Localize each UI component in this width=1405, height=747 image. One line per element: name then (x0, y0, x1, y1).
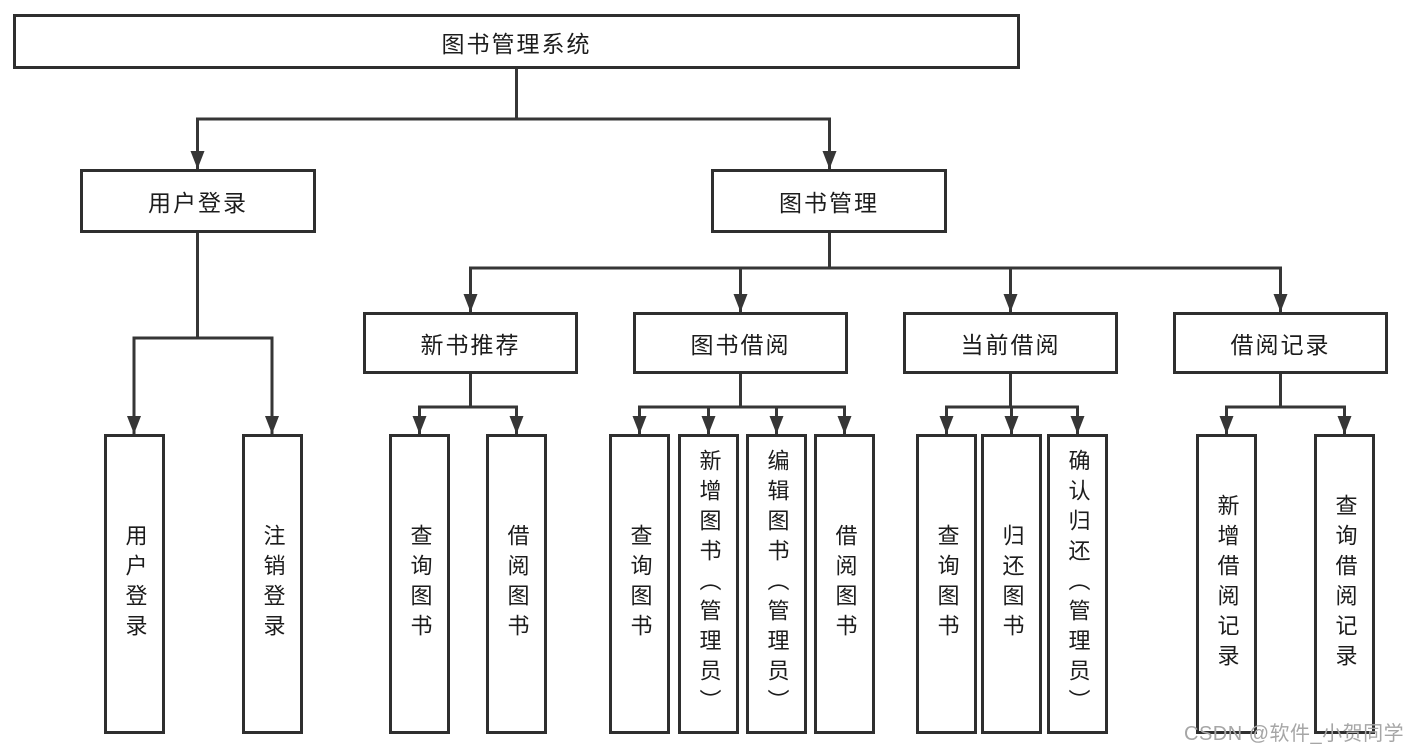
leaf-return-books: 归还图书 (981, 434, 1042, 734)
node-user-login: 用户登录 (80, 169, 316, 233)
node-borrowing-records: 借阅记录 (1173, 312, 1388, 374)
leaf-add-books-admin: 新增图书（管理员） (678, 434, 739, 734)
leaf-label: 查询图书 (934, 524, 960, 644)
node-current-borrowing: 当前借阅 (903, 312, 1118, 374)
leaf-query-borrow-record: 查询借阅记录 (1314, 434, 1375, 734)
node-label: 借阅记录 (1230, 332, 1331, 358)
node-book-management: 图书管理 (711, 169, 947, 233)
leaf-query-books-current: 查询图书 (916, 434, 977, 734)
node-label: 图书管理系统 (441, 30, 592, 57)
node-label: 新书推荐 (420, 332, 521, 358)
leaf-label: 借阅图书 (832, 524, 858, 644)
leaf-query-books-borrowing: 查询图书 (609, 434, 670, 734)
leaf-label: 查询图书 (407, 524, 433, 644)
leaf-label: 确认归还（管理员） (1065, 449, 1091, 719)
node-book-borrowing: 图书借阅 (633, 312, 848, 374)
node-new-book-recommendation: 新书推荐 (363, 312, 578, 374)
node-label: 图书借阅 (690, 332, 791, 358)
leaf-borrow-books-recommend: 借阅图书 (486, 434, 547, 734)
watermark: CSDN @软件_小贺同学 (1184, 723, 1405, 745)
leaf-label: 用户登录 (122, 524, 148, 644)
leaf-label: 注销登录 (260, 524, 286, 644)
leaf-label: 查询图书 (627, 524, 653, 644)
leaf-add-borrow-record: 新增借阅记录 (1196, 434, 1257, 734)
node-label: 图书管理 (779, 190, 879, 216)
leaf-label: 新增借阅记录 (1214, 494, 1240, 674)
leaf-logout-login: 注销登录 (242, 434, 303, 734)
leaf-label: 借阅图书 (504, 524, 530, 644)
leaf-confirm-return-admin: 确认归还（管理员） (1047, 434, 1108, 734)
node-label: 当前借阅 (960, 332, 1061, 358)
leaf-label: 新增图书（管理员） (696, 449, 722, 719)
node-label: 用户登录 (148, 190, 248, 216)
leaf-query-books-recommend: 查询图书 (389, 434, 450, 734)
leaf-user-login: 用户登录 (104, 434, 165, 734)
node-library-management-system: 图书管理系统 (13, 14, 1020, 69)
leaf-label: 编辑图书（管理员） (764, 449, 790, 719)
leaf-label: 归还图书 (999, 524, 1025, 644)
leaf-edit-books-admin: 编辑图书（管理员） (746, 434, 807, 734)
leaf-borrow-books-borrowing: 借阅图书 (814, 434, 875, 734)
leaf-label: 查询借阅记录 (1332, 494, 1358, 674)
